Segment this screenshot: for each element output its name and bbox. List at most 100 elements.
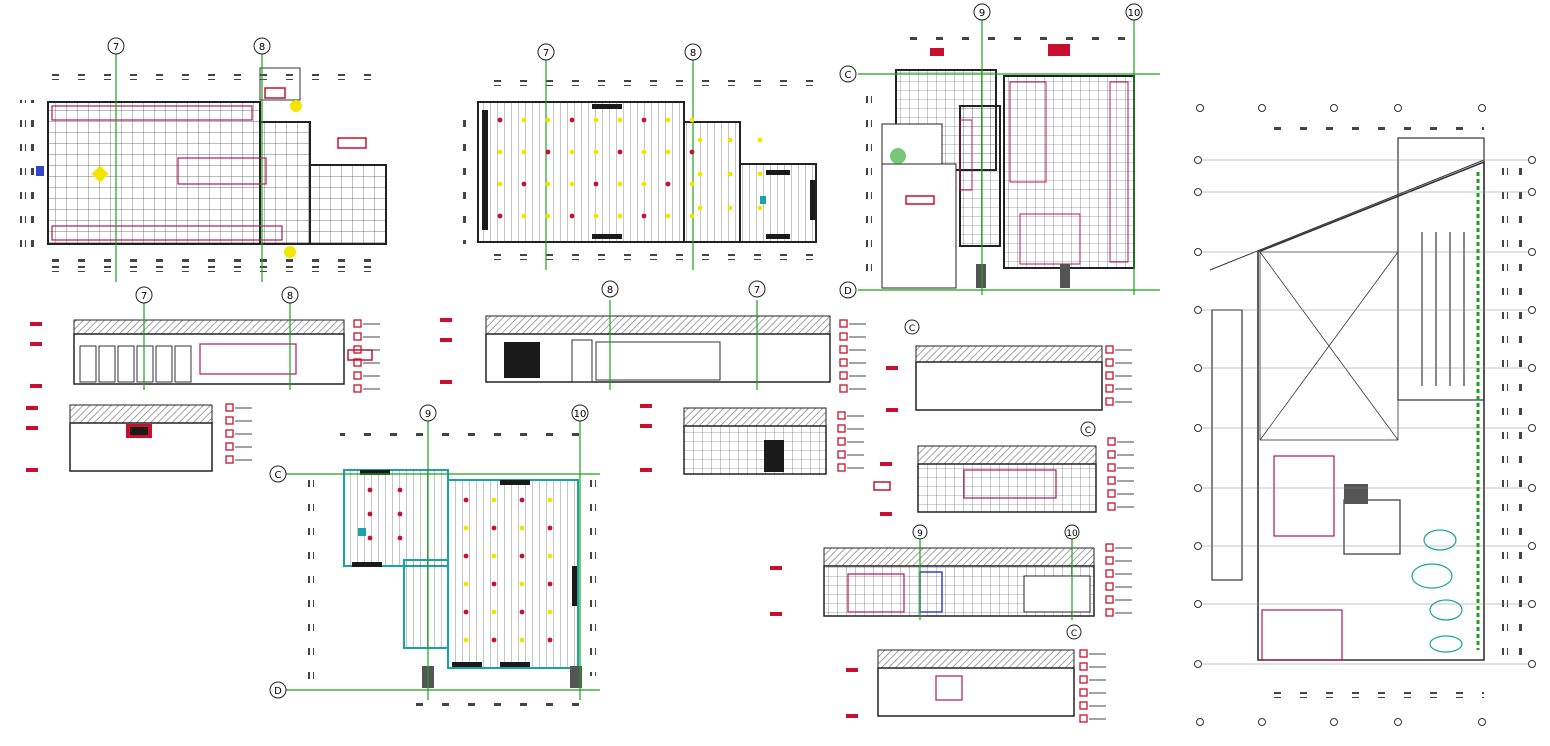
grid-label: D bbox=[844, 286, 852, 297]
grid-bubble: 8 bbox=[281, 286, 299, 304]
light-fixture bbox=[367, 535, 373, 541]
grid-bubble bbox=[1194, 484, 1202, 492]
section-tag bbox=[1105, 371, 1114, 380]
grid-bubble bbox=[1528, 484, 1536, 492]
light-fixture bbox=[727, 171, 733, 177]
grid-bubble bbox=[1194, 188, 1202, 196]
light-fixture bbox=[593, 117, 599, 123]
section-tag bbox=[1079, 662, 1088, 671]
light-fixture bbox=[617, 149, 623, 155]
grid-label: 10 bbox=[1128, 8, 1141, 19]
grid-label: C bbox=[275, 470, 282, 481]
light-fixture bbox=[547, 637, 553, 643]
level-marker bbox=[30, 322, 42, 326]
section-tag bbox=[353, 358, 362, 367]
light-fixture bbox=[697, 171, 703, 177]
section-tag bbox=[225, 442, 234, 451]
level-marker bbox=[26, 406, 38, 410]
grid-label: 8 bbox=[259, 42, 265, 53]
section-tag bbox=[353, 332, 362, 341]
grid-bubble: 9 bbox=[912, 524, 928, 540]
section-tag bbox=[1105, 345, 1114, 354]
grid-bubble bbox=[1330, 104, 1338, 112]
grid-label: 8 bbox=[607, 285, 613, 296]
grid-bubble: 7 bbox=[135, 286, 153, 304]
level-marker bbox=[886, 408, 898, 412]
grid-bubble: 10 bbox=[1125, 3, 1143, 21]
section-tag bbox=[1107, 502, 1116, 511]
light-fixture bbox=[521, 181, 527, 187]
section-tag bbox=[839, 319, 848, 328]
grid-bubble bbox=[1528, 306, 1536, 314]
light-fixture bbox=[547, 609, 553, 615]
door-panel bbox=[79, 345, 97, 383]
section-tag bbox=[1107, 476, 1116, 485]
light-fixture bbox=[519, 637, 525, 643]
light-fixture bbox=[367, 487, 373, 493]
section-tag bbox=[1105, 543, 1114, 552]
light-fixture bbox=[547, 553, 553, 559]
light-fixture bbox=[641, 213, 647, 219]
light-fixture bbox=[569, 181, 575, 187]
section-tag bbox=[837, 437, 846, 446]
section-tag bbox=[839, 345, 848, 354]
section-tag bbox=[1105, 582, 1114, 591]
grid-bubble: 8 bbox=[601, 280, 619, 298]
light-fixture bbox=[689, 117, 695, 123]
level-marker bbox=[880, 462, 892, 466]
grid-label: 7 bbox=[141, 291, 147, 302]
grid-label: 9 bbox=[917, 529, 923, 539]
grid-bubble bbox=[1478, 104, 1486, 112]
light-fixture bbox=[463, 609, 469, 615]
light-fixture bbox=[665, 149, 671, 155]
elevation-a2 bbox=[69, 404, 213, 472]
grid-label: 10 bbox=[574, 409, 587, 420]
section-tag bbox=[1105, 608, 1114, 617]
section-tag bbox=[1079, 649, 1088, 658]
grid-label: 10 bbox=[1066, 529, 1078, 539]
light-fixture bbox=[665, 213, 671, 219]
light-fixture bbox=[491, 581, 497, 587]
level-marker bbox=[846, 714, 858, 718]
level-marker bbox=[886, 366, 898, 370]
light-fixture bbox=[697, 137, 703, 143]
section-tag bbox=[353, 371, 362, 380]
light-fixture bbox=[547, 525, 553, 531]
elevation-c: C bbox=[904, 319, 1103, 411]
section-tag bbox=[1105, 384, 1114, 393]
light-fixture bbox=[641, 117, 647, 123]
level-marker bbox=[770, 612, 782, 616]
elevation-a: 7 8 bbox=[73, 286, 373, 390]
light-fixture bbox=[617, 117, 623, 123]
light-fixture bbox=[463, 553, 469, 559]
light-fixture bbox=[697, 205, 703, 211]
level-marker bbox=[440, 338, 452, 342]
plan-ceiling-2: 9 10 C D bbox=[269, 404, 600, 706]
light-fixture bbox=[545, 213, 551, 219]
section-tag bbox=[225, 416, 234, 425]
section-tag bbox=[1105, 556, 1114, 565]
grid-bubble bbox=[1196, 718, 1204, 726]
light-fixture bbox=[545, 117, 551, 123]
grid-bubble: C bbox=[269, 465, 287, 483]
section-tag bbox=[1107, 450, 1116, 459]
level-marker bbox=[30, 384, 42, 388]
section-tag bbox=[1079, 714, 1088, 723]
grid-bubble bbox=[1258, 104, 1266, 112]
elevation-b2 bbox=[683, 407, 827, 475]
light-fixture bbox=[569, 149, 575, 155]
level-marker bbox=[26, 468, 38, 472]
section-tag bbox=[1107, 437, 1116, 446]
section-tag bbox=[837, 411, 846, 420]
light-fixture bbox=[727, 137, 733, 143]
section-tag bbox=[353, 345, 362, 354]
light-fixture bbox=[519, 553, 525, 559]
grid-label: 9 bbox=[425, 409, 431, 420]
plan-ceiling: 7 8 bbox=[462, 43, 822, 270]
grid-label: 9 bbox=[979, 8, 985, 19]
door-panel bbox=[136, 345, 154, 383]
light-fixture bbox=[463, 581, 469, 587]
light-fixture bbox=[491, 497, 497, 503]
grid-bubble bbox=[1528, 156, 1536, 164]
